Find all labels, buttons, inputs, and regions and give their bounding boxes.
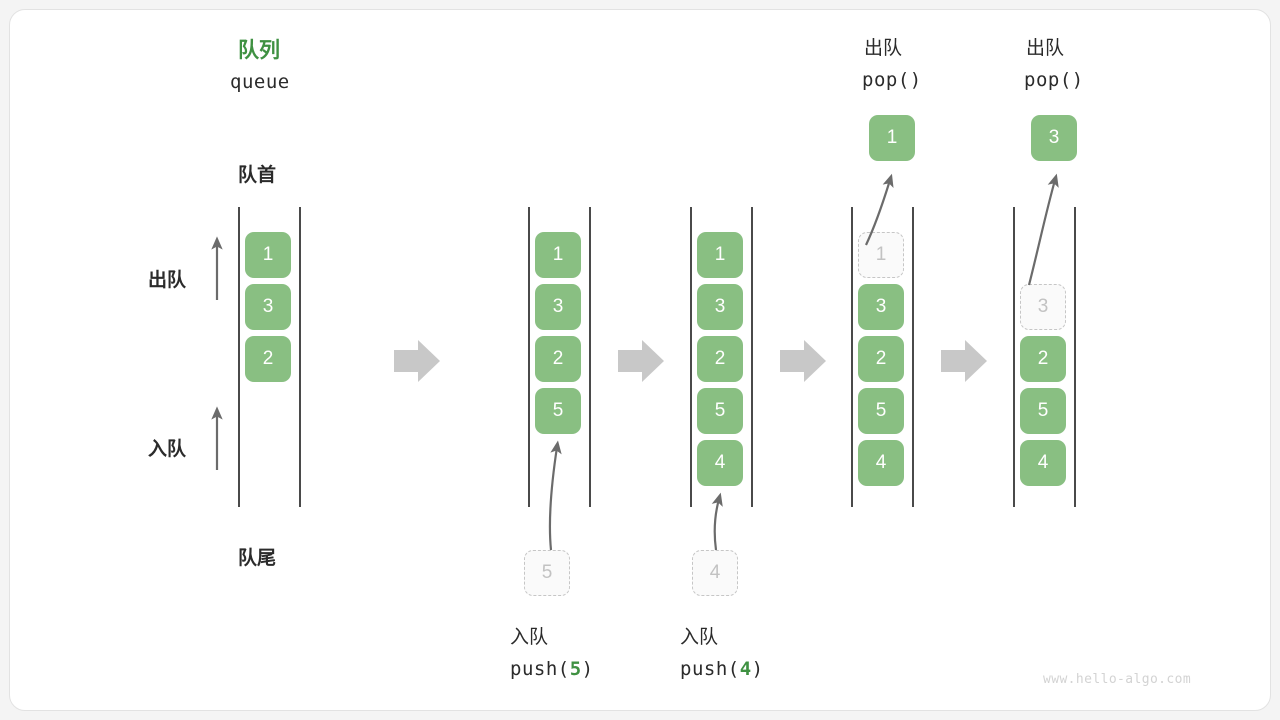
queue-rail-left-push5 — [528, 207, 530, 507]
queue-rail-right-pop1 — [912, 207, 914, 507]
queue-rail-left-push4 — [690, 207, 692, 507]
stage-caption-cn: 入队 — [510, 627, 549, 648]
queue-cell: 5 — [697, 388, 743, 434]
queue-rail-left-pop1 — [851, 207, 853, 507]
queue-cell-ghost: 3 — [1020, 284, 1066, 330]
code-prefix: push( — [680, 658, 740, 680]
code-prefix: push( — [510, 658, 570, 680]
queue-cell: 3 — [245, 284, 291, 330]
watermark: www.hello-algo.com — [1043, 672, 1192, 687]
popped-element: 3 — [1031, 115, 1077, 161]
code-suffix: ) — [581, 658, 594, 680]
stage-header-code: pop() — [1024, 69, 1084, 91]
label-enqueue: 入队 — [148, 439, 187, 460]
diagram-title-en: queue — [230, 71, 290, 93]
queue-cell: 3 — [858, 284, 904, 330]
incoming-element-ghost: 4 — [692, 550, 738, 596]
stage-header-cn: 出队 — [1026, 38, 1065, 59]
queue-cell: 1 — [245, 232, 291, 278]
stage-caption-cn: 入队 — [680, 627, 719, 648]
queue-cell: 3 — [535, 284, 581, 330]
popped-element: 1 — [869, 115, 915, 161]
queue-cell: 2 — [535, 336, 581, 382]
queue-cell-ghost: 1 — [858, 232, 904, 278]
queue-rail-left-pop3 — [1013, 207, 1015, 507]
queue-cell: 2 — [858, 336, 904, 382]
queue-cell: 4 — [1020, 440, 1066, 486]
queue-cell: 4 — [858, 440, 904, 486]
queue-rail-right-push5 — [589, 207, 591, 507]
code-value: 5 — [569, 658, 582, 680]
queue-cell: 2 — [245, 336, 291, 382]
diagram-card — [9, 9, 1271, 711]
label-front: 队首 — [238, 165, 277, 186]
queue-rail-right-initial — [299, 207, 301, 507]
stage-header-code: pop() — [862, 69, 922, 91]
label-rear: 队尾 — [238, 548, 277, 569]
queue-rail-right-push4 — [751, 207, 753, 507]
stage-caption-code: push(5) — [510, 658, 594, 680]
queue-cell: 5 — [1020, 388, 1066, 434]
queue-cell: 1 — [697, 232, 743, 278]
label-dequeue: 出队 — [148, 270, 187, 291]
queue-cell: 5 — [858, 388, 904, 434]
queue-cell: 2 — [1020, 336, 1066, 382]
queue-rail-left-initial — [238, 207, 240, 507]
queue-cell: 2 — [697, 336, 743, 382]
queue-cell: 4 — [697, 440, 743, 486]
code-suffix: ) — [751, 658, 764, 680]
incoming-element-ghost: 5 — [524, 550, 570, 596]
queue-rail-right-pop3 — [1074, 207, 1076, 507]
queue-cell: 3 — [697, 284, 743, 330]
queue-cell: 5 — [535, 388, 581, 434]
code-value: 4 — [739, 658, 752, 680]
queue-cell: 1 — [535, 232, 581, 278]
diagram-title-cn: 队列 — [238, 39, 280, 62]
stage-caption-code: push(4) — [680, 658, 764, 680]
stage-header-cn: 出队 — [864, 38, 903, 59]
